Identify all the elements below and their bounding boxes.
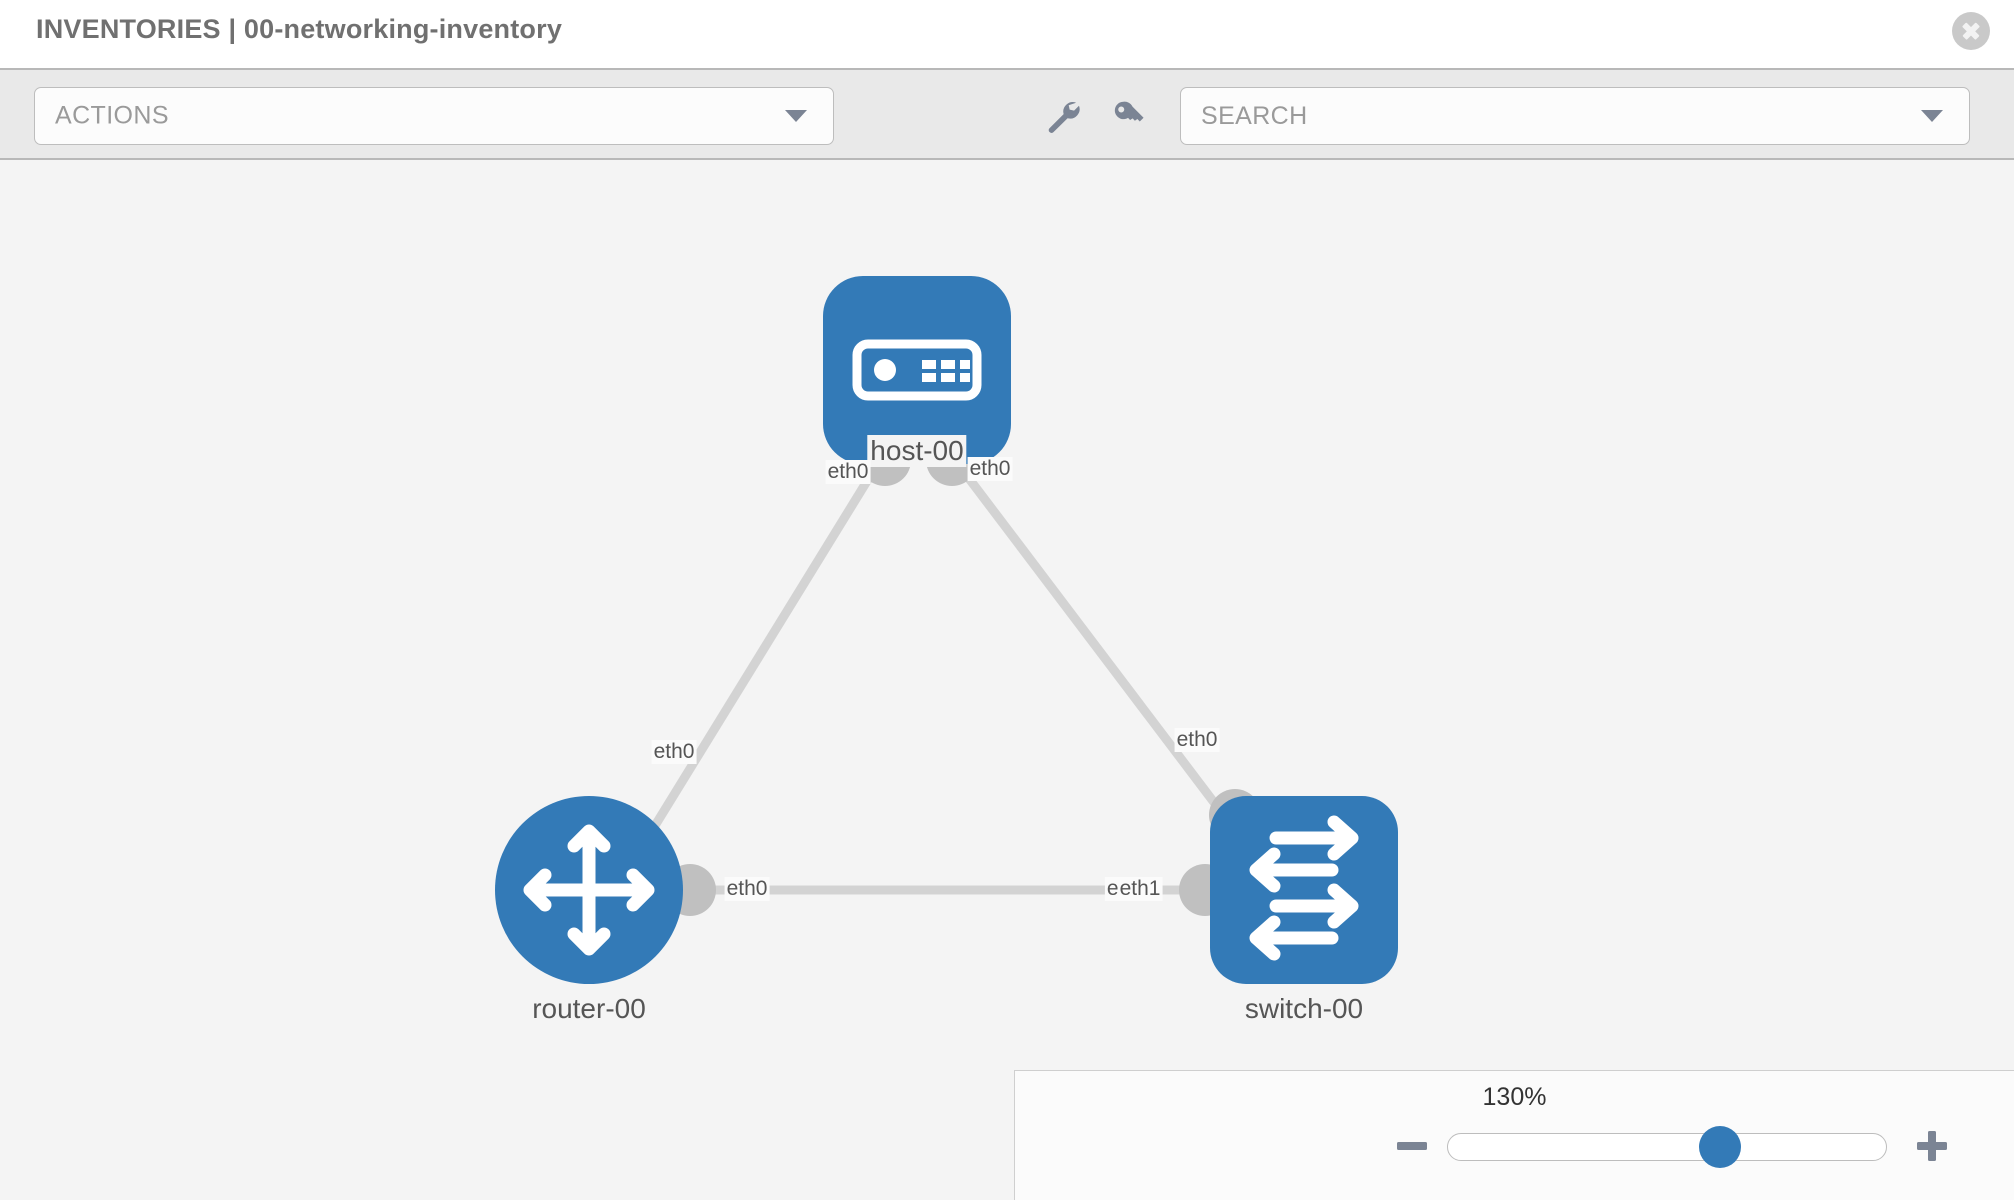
server-icon [852, 339, 982, 401]
minus-icon [1397, 1142, 1427, 1150]
switch-arrows-icon [1249, 815, 1359, 961]
page-title: INVENTORIES | 00-networking-inventory [36, 14, 563, 44]
plus-icon-vertical [1928, 1131, 1936, 1161]
node-switch-00-shape [1210, 796, 1398, 984]
topology-edges [636, 457, 1254, 895]
node-host-00-shape [823, 276, 1011, 464]
page-header: INVENTORIES | 00-networking-inventory [0, 0, 2014, 68]
topology-graph [495, 276, 1398, 984]
search-chevron-down-icon[interactable] [1921, 110, 1943, 122]
zoom-level-value: 130% [1482, 1083, 1547, 1111]
zoom-control-panel: 130% [1014, 1070, 2014, 1200]
edge-host00-switch00 [951, 457, 1254, 853]
zoom-slider[interactable] [1447, 1126, 1887, 1168]
close-icon[interactable] [1952, 12, 1990, 50]
search-input[interactable] [1201, 88, 1901, 144]
edge-host00-router00 [636, 457, 884, 853]
search-field[interactable] [1180, 87, 1970, 145]
wrench-icon[interactable] [1034, 87, 1092, 145]
chevron-down-icon [785, 110, 807, 122]
zoom-in-button[interactable] [1915, 1129, 1949, 1163]
node-router-00 [495, 796, 683, 984]
key-icon[interactable] [1100, 87, 1158, 145]
zoom-slider-thumb[interactable] [1698, 1126, 1741, 1168]
zoom-out-button[interactable] [1395, 1129, 1429, 1163]
actions-dropdown-label: ACTIONS [55, 101, 169, 130]
topology-stubs [664, 434, 1261, 916]
actions-dropdown[interactable]: ACTIONS [34, 87, 834, 145]
toolbar: ACTIONS [0, 68, 2014, 160]
router-arrows-icon [523, 824, 655, 956]
topology-canvas[interactable]: host-00 router-00 switch-00 eth0 eth0 et… [0, 160, 2014, 1200]
node-host-00 [823, 276, 1011, 464]
node-switch-00 [1210, 796, 1398, 984]
